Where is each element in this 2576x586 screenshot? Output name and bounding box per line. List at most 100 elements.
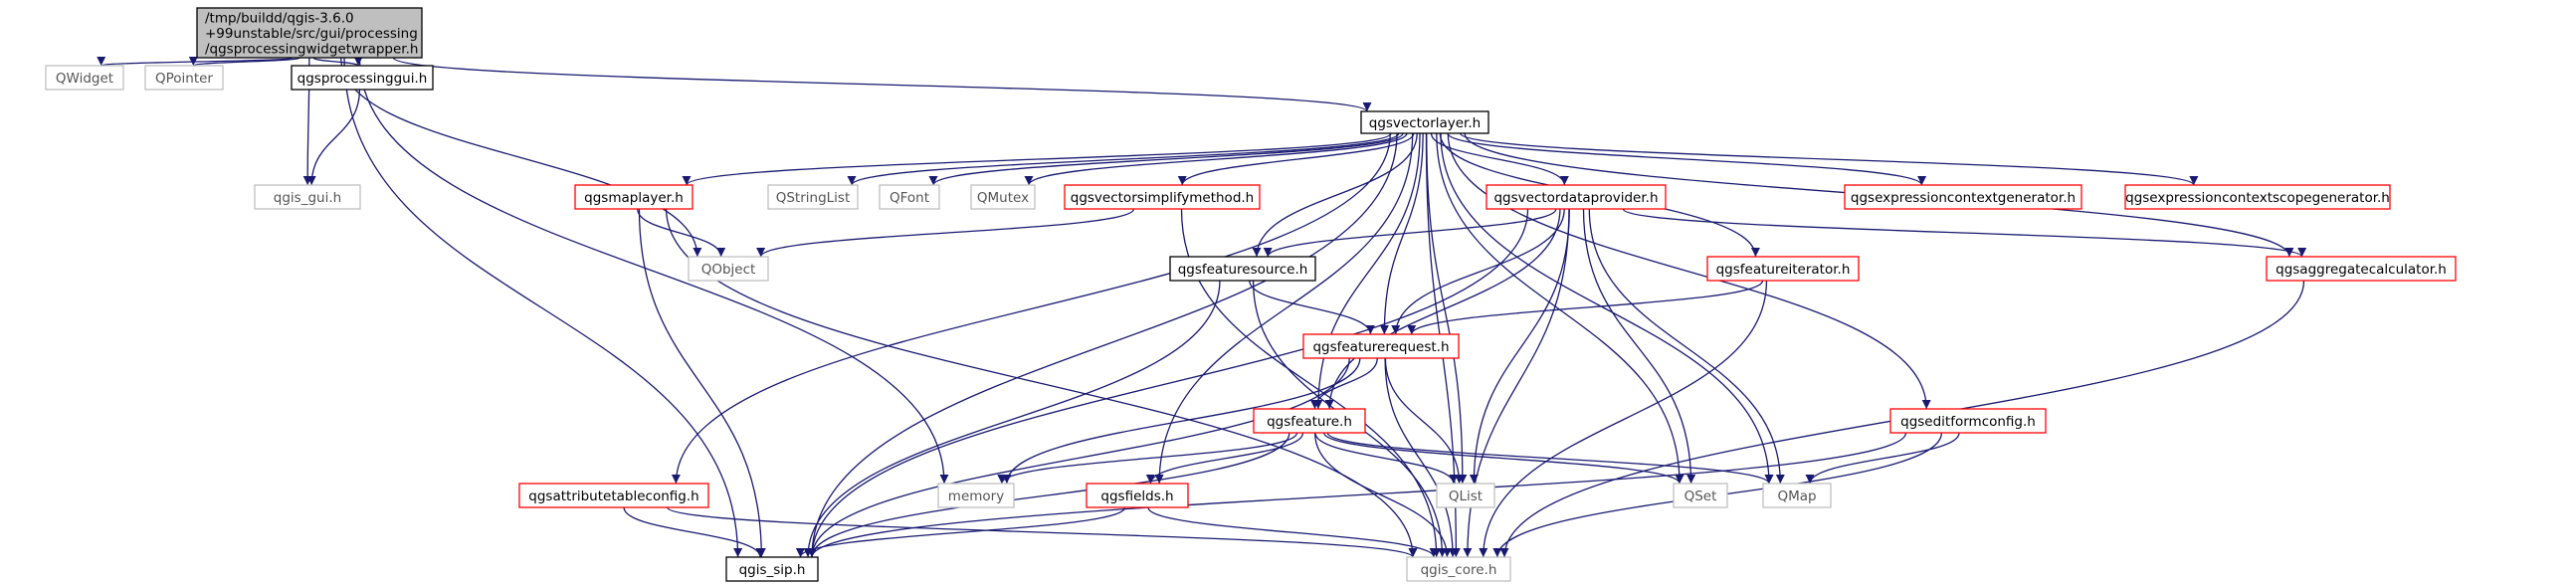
edge-qgsvectordataprovider-to-qgsfeature [1324,208,1561,410]
node-qgsexpressioncontextgenerator-box [1844,184,2082,210]
node-qgsmaplayer[interactable]: qgsmaplayer.h [574,184,694,210]
node-qgsexpressioncontextscopegenerator-box [2124,184,2391,210]
node-qgsaggregatecalculator-label: qgsaggregatecalculator.h [2276,262,2447,278]
node-root-box [196,7,423,59]
edge-qgsfeature-to-memory [997,432,1298,485]
node-qgsfeatureiterator[interactable]: qgsfeatureiterator.h [1706,256,1860,282]
edge-root-to-memory [358,57,949,485]
node-qgsvectorlayer[interactable]: qgsvectorlayer.h [1360,110,1489,134]
node-qobject-box [688,256,769,282]
edge-root-to-qpointer [189,56,301,67]
edge-layer [97,56,2306,558]
edge-qgsvectorlayer-to-qgsfeature [1313,132,1421,410]
node-qgseditformconfig-box [1889,408,2047,434]
node-qgsvectorsimplifymethod-label: qgsvectorsimplifymethod.h [1071,190,1255,206]
node-qgsfeature-box [1253,408,1366,434]
edge-qgsfeaturerequest-to-memory [1002,357,1361,485]
node-qgsvectordataprovider[interactable]: qgsvectordataprovider.h [1486,184,1667,210]
node-qstringlist[interactable]: QStringList [767,184,859,210]
edge-root-to-qgis_sip [343,57,743,558]
node-qgsexpressioncontextscopegenerator-label: qgsexpressioncontextscopegenerator.h [2125,190,2390,206]
node-qgsvectorlayer-box [1360,110,1489,134]
edge-qgseditformconfig-to-qmap [1805,432,1960,485]
edge-qgsvectorlayer-to-qset [1436,132,1684,485]
edge-qgsvectorlayer-to-qfont [928,132,1404,186]
node-qmutex-label: QMutex [977,190,1029,206]
node-layer: /tmp/buildd/qgis-3.6.0+99unstable/src/gu… [45,7,2457,582]
node-qfont-box [879,184,940,210]
node-qpointer[interactable]: QPointer [144,65,224,91]
edge-qgsvectorlayer-to-qgsfeaturesource [1252,132,1418,258]
edge-qgsfeaturerequest-to-qgsfeature [1309,357,1378,410]
node-qwidget[interactable]: QWidget [45,65,124,91]
node-memory[interactable]: memory [937,483,1015,508]
node-qgsfields[interactable]: qgsfields.h [1086,483,1189,508]
node-qgsattributetableconfig[interactable]: qgsattributetableconfig.h [518,483,709,508]
edge-qgsprocessinggui-to-qgis_gui [306,89,361,186]
node-qset[interactable]: QSet [1673,483,1728,508]
edge-qgsfeature-to-qgsfields [1145,432,1304,485]
node-qgis_sip-label: qgis_sip.h [739,562,806,578]
node-qgsfeaturesource-box [1169,256,1316,282]
edge-qgsfields-to-qgis_sip [795,506,1126,558]
node-qgsfeaturesource-label: qgsfeaturesource.h [1178,262,1308,278]
node-qgsmaplayer-label: qgsmaplayer.h [584,190,684,206]
edge-qgsfeature-to-qlist [1314,432,1459,485]
node-qgsexpressioncontextscopegenerator[interactable]: qgsexpressioncontextscopegenerator.h [2124,184,2391,210]
node-qwidget-label: QWidget [56,71,113,87]
node-qobject-label: QObject [701,262,756,278]
edge-qgsvectorlayer-to-qgis_sip [807,132,1398,558]
edge-qgsfeaturesource-to-qgis_sip [803,280,1221,558]
edge-qgsfeature-to-qset [1323,432,1684,485]
node-qgis_sip[interactable]: qgis_sip.h [725,556,819,582]
node-qgsfeaturerequest-label: qgsfeaturerequest.h [1312,339,1449,355]
node-qgsfeaturerequest[interactable]: qgsfeaturerequest.h [1302,333,1460,359]
node-qgsfeaturesource[interactable]: qgsfeaturesource.h [1169,256,1316,282]
node-qpointer-box [144,65,224,91]
node-qgsexpressioncontextgenerator[interactable]: qgsexpressioncontextgenerator.h [1844,184,2082,210]
node-qset-box [1673,483,1728,508]
edge-root-to-qgsprocessinggui [312,56,363,67]
node-qgsvectordataprovider-box [1486,184,1667,210]
node-qmap[interactable]: QMap [1762,483,1832,508]
node-qgsfeature[interactable]: qgsfeature.h [1253,408,1366,434]
node-qgsvectorsimplifymethod-box [1064,184,1261,210]
node-qgsfeatureiterator-box [1706,256,1860,282]
node-root-label: +99unstable/src/gui/processing [205,26,418,42]
node-qgseditformconfig[interactable]: qgseditformconfig.h [1889,408,2047,434]
node-qgsaggregatecalculator[interactable]: qgsaggregatecalculator.h [2266,256,2457,282]
node-qgsexpressioncontextgenerator-label: qgsexpressioncontextgenerator.h [1851,190,2076,206]
node-qgsprocessinggui-box [291,65,434,91]
edge-qgsvectorlayer-to-qgsattributetableconfig [671,132,1391,485]
node-qset-label: QSet [1684,488,1717,504]
edge-qgsvectorlayer-to-qgsvectorsimplifymethod [1177,132,1415,186]
node-qfont[interactable]: QFont [879,184,940,210]
edge-qgsfeatureiterator-to-qgis_core [1479,280,1768,558]
edge-qgsvectorlayer-to-qmutex [1024,132,1408,186]
node-qfont-label: QFont [890,190,929,206]
node-qstringlist-label: QStringList [776,190,851,206]
node-qgis_core[interactable]: qgis_core.h [1406,556,1511,582]
node-qmap-box [1762,483,1832,508]
node-qgsprocessinggui[interactable]: qgsprocessinggui.h [291,65,434,91]
edge-qgsvectorsimplifymethod-to-qobject [756,208,1135,258]
node-qgis_gui[interactable]: qgis_gui.h [254,184,361,210]
edge-qgsvectordataprovider-to-qset [1582,208,1696,485]
edge-qgsvectordataprovider-to-qgsfeaturesource [1263,208,1557,258]
node-qlist-box [1436,483,1495,508]
node-root[interactable]: /tmp/buildd/qgis-3.6.0+99unstable/src/gu… [196,7,423,59]
node-qgsvectorsimplifymethod[interactable]: qgsvectorsimplifymethod.h [1064,184,1261,210]
edge-qgsvectordataprovider-to-qgis_sip [807,208,1529,558]
edge-qgsvectorlayer-to-qgsmaplayer [682,132,1392,186]
node-qgsfeature-label: qgsfeature.h [1267,414,1352,430]
node-qgis_gui-box [254,184,361,210]
node-qlist[interactable]: QList [1436,483,1495,508]
node-qgseditformconfig-label: qgseditformconfig.h [1900,414,2036,430]
node-qmutex[interactable]: QMutex [970,184,1036,210]
node-qmutex-box [970,184,1036,210]
node-qobject[interactable]: QObject [688,256,769,282]
node-memory-label: memory [948,488,1004,504]
edge-qgsvectordataprovider-to-qmap [1588,208,1785,485]
node-qgis_sip-box [725,556,819,582]
node-qgsfeatureiterator-label: qgsfeatureiterator.h [1716,262,1851,278]
